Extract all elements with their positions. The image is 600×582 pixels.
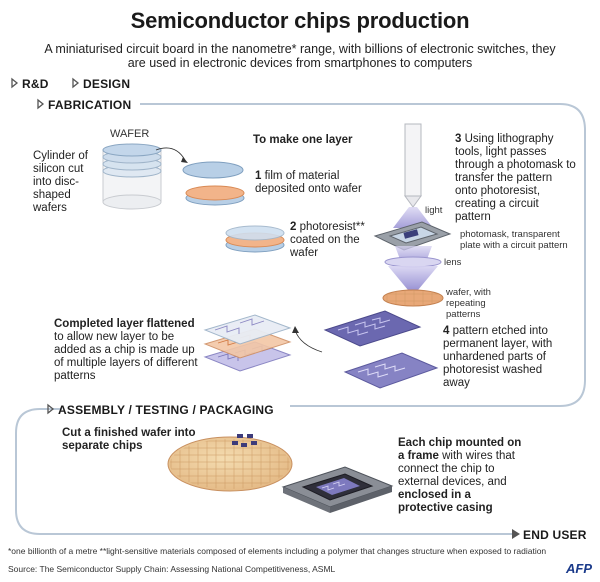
step-4-number: 4 (443, 325, 450, 337)
stage-design: DESIGN (83, 77, 131, 91)
footnote: *one billionth of a metre **light-sensit… (8, 546, 547, 556)
stage-fabrication: FABRICATION (48, 98, 132, 112)
step-1-number: 1 (255, 170, 262, 182)
step-3-text: Using lithography tools, light passes th… (455, 133, 576, 223)
completed-layer-text: Completed layer flattened to allow new l… (54, 318, 202, 383)
lens-label: lens (444, 257, 462, 268)
stage-rd: R&D (22, 77, 49, 91)
page-title: Semiconductor chips production (130, 8, 470, 33)
step-3-number: 3 (455, 133, 462, 145)
light-label: light (425, 205, 443, 216)
stage-end-user: END USER (523, 528, 587, 542)
mount-chip-casing: enclosed in a protective casing (398, 489, 493, 514)
stage-assembly: ASSEMBLY / TESTING / PACKAGING (58, 403, 274, 417)
cut-wafer-text: Cut a finished wafer into separate chips (62, 427, 196, 452)
finished-wafer (167, 434, 293, 492)
mount-chip-desc: with wires that connect the chip to exte… (398, 450, 515, 488)
wafer-blank (182, 161, 244, 179)
mount-chip-text: Each chip mounted on a frame with wires … (398, 437, 523, 515)
etched-layer-bottom (343, 352, 439, 389)
flow-line-fabrication (140, 103, 586, 407)
flow-line-assembly (15, 408, 512, 535)
step-2-text: photoresist** coated on the wafer (290, 221, 365, 259)
etched-layer-top (323, 310, 422, 347)
step-2: 2 photoresist** coated on the wafer (290, 221, 390, 260)
step-4-text: pattern etched into permanent layer, wit… (443, 325, 553, 389)
silicon-cylinder (102, 143, 162, 210)
step-1-text: film of material deposited onto wafer (255, 170, 362, 195)
wafer-label: WAFER (110, 128, 150, 140)
light-source (404, 123, 422, 208)
chip-package (281, 466, 394, 513)
step-4: 4 pattern etched into permanent layer, w… (443, 325, 571, 390)
lens (384, 256, 442, 268)
step-3: 3 Using lithography tools, light passes … (455, 133, 577, 224)
source-note: Source: The Semiconductor Supply Chain: … (8, 564, 336, 574)
end-user-arrow (512, 529, 520, 539)
completed-layer-bold: Completed layer flattened (54, 318, 195, 330)
make-one-layer: To make one layer (253, 134, 353, 146)
step-1: 1 film of material deposited onto wafer (255, 170, 375, 196)
afp-logo: AFP (566, 561, 592, 576)
completed-layer-stack (203, 314, 292, 372)
completed-layer-desc: to allow new layer to be added as a chip… (54, 331, 198, 382)
photomask-label: photomask, transparent plate with a circ… (460, 229, 568, 251)
step-2-number: 2 (290, 221, 297, 233)
photomask (373, 221, 452, 251)
mount-chip-bold: Each chip mounted on a frame (398, 437, 522, 462)
page-subtitle: A miniaturised circuit board in the nano… (44, 42, 556, 70)
cylinder-text: Cylinder of silicon cut into disc-shaped… (33, 150, 88, 214)
wafer-pattern-label: wafer, with repeating patterns (446, 287, 491, 320)
